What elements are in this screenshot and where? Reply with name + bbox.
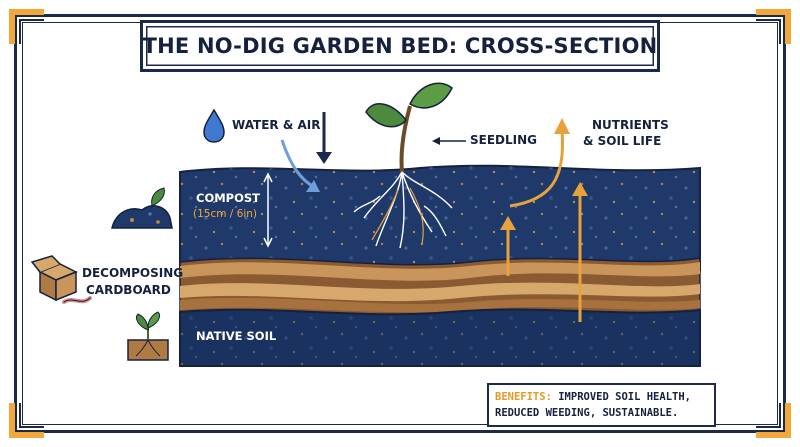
water-drop-icon [203,108,225,143]
page-title: THE NO-DIG GARDEN BED: CROSS-SECTION [142,34,658,58]
corner-ornament-top-right [752,8,792,48]
water-air-label: WATER & AIR [232,118,321,132]
nutrients-label-line1: NUTRIENTS [592,118,669,132]
cardboard-label-line1: DECOMPOSING [82,266,184,280]
seedling-plant [353,82,453,249]
nutrient-arrows [506,129,582,322]
compost-depth-marker [263,172,273,248]
title-banner: THE NO-DIG GARDEN BED: CROSS-SECTION [140,20,660,72]
water-air-arrows [280,112,332,192]
seedling-pointer-arrow [432,137,466,145]
seedling-label: SEEDLING [470,133,538,147]
compost-layer [179,164,701,271]
compost-label: COMPOST [196,191,260,205]
cardboard-layer [179,257,701,316]
cardboard-box-icon [30,255,78,302]
corner-ornament-bottom-right [752,399,792,439]
native-soil-layer [179,308,701,367]
outer-frame [14,14,786,433]
native-soil-label: NATIVE SOIL [196,329,277,343]
benefits-line2: REDUCED WEEDING, SUSTAINABLE. [495,407,679,419]
corner-ornament-bottom-left [8,399,48,439]
benefits-box: BENEFITS: IMPROVED SOIL HEALTH, REDUCED … [487,383,716,427]
compost-depth-label: (15cm / 6in) [193,208,258,220]
benefits-key: BENEFITS: [495,391,552,403]
sprout-icon [127,311,169,361]
benefits-line1-text: IMPROVED SOIL HEALTH, [551,391,691,403]
corner-ornament-top-left [8,8,48,48]
compost-pile-icon [111,187,173,229]
benefits-line1: BENEFITS: IMPROVED SOIL HEALTH, [495,389,708,405]
nutrients-label-line2: & SOIL LIFE [583,134,662,148]
worm-icon [62,296,92,304]
cardboard-label-line2: CARDBOARD [86,283,171,297]
